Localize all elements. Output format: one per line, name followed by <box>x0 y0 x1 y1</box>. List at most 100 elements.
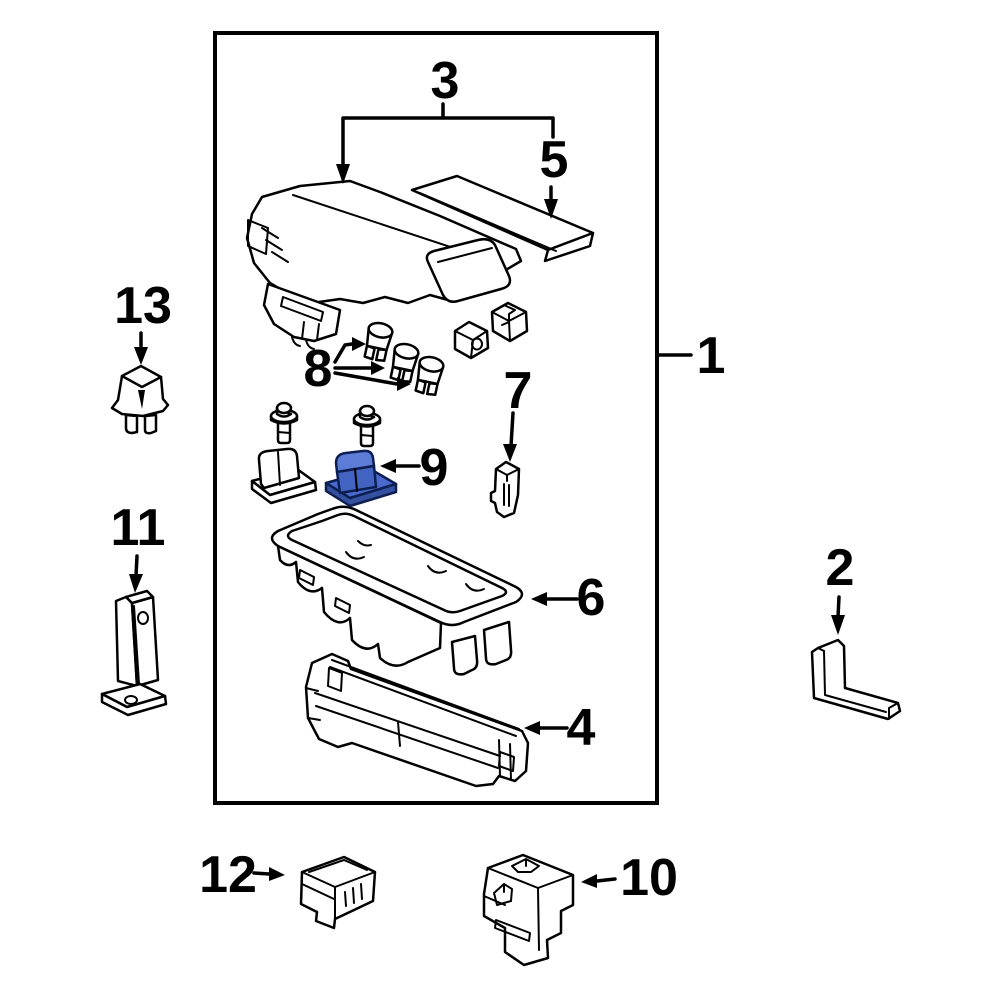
part-label-3: 3 <box>431 52 460 110</box>
fuse-top-edges <box>495 468 520 482</box>
arrowhead <box>134 347 148 365</box>
end-lines <box>305 687 321 721</box>
end-slot <box>327 667 343 692</box>
body-crease <box>277 451 281 486</box>
part-label-6: 6 <box>577 569 606 627</box>
arrowhead <box>581 874 597 888</box>
white-connector-drawing <box>250 447 318 505</box>
tab-line <box>483 895 506 906</box>
latch-hatching <box>261 227 289 263</box>
leader-line <box>341 102 555 168</box>
interior-arc <box>357 540 372 547</box>
relay-edges <box>301 871 376 920</box>
part-label-7: 7 <box>504 362 533 420</box>
relay-leg <box>124 413 139 435</box>
arrowhead <box>531 592 547 606</box>
bracket-outline <box>810 638 902 721</box>
part-3-cover-drawing <box>245 179 523 350</box>
leader-line <box>595 877 617 883</box>
part-label-13: 13 <box>114 277 172 335</box>
part-label-11: 11 <box>111 499 166 557</box>
arrowhead <box>524 721 540 735</box>
end-notch <box>498 751 515 772</box>
top-inset-line <box>308 859 368 873</box>
callout-part-9 <box>380 459 421 473</box>
foot-side <box>100 692 168 717</box>
cube-hole <box>471 337 483 351</box>
part-label-10: 10 <box>620 849 678 907</box>
base-side <box>324 481 398 508</box>
arrowhead <box>397 377 411 391</box>
panel-divider <box>397 721 401 747</box>
leader-line <box>333 371 399 386</box>
part-label-5: 5 <box>540 131 569 189</box>
relay-edges <box>487 867 574 951</box>
callout-part-12 <box>252 867 285 881</box>
mount-foot <box>450 634 479 676</box>
leader-line <box>836 595 841 619</box>
leader-line <box>252 871 271 876</box>
bottom-slot <box>494 919 531 942</box>
cube-notch <box>501 305 516 326</box>
skirt-tab-lines <box>301 321 320 341</box>
outer-rim <box>270 505 524 627</box>
top-edge-line <box>331 659 520 730</box>
leader-line <box>134 554 139 578</box>
top-edge-line <box>329 666 517 737</box>
body-crease <box>354 468 358 492</box>
inner-rim <box>286 512 508 614</box>
left-latch <box>247 219 269 255</box>
relay-slot <box>138 390 145 409</box>
interior-arc <box>345 551 365 560</box>
part-label-4: 4 <box>567 699 596 757</box>
part-7-fuse-drawing <box>489 460 521 519</box>
callout-part-5 <box>544 185 558 219</box>
front-crease <box>301 883 335 900</box>
callout-part-4 <box>524 721 569 735</box>
front-cutout <box>493 883 513 906</box>
callout-part-10 <box>581 874 617 888</box>
callout-part-3 <box>336 102 555 184</box>
top-cutout <box>511 858 540 873</box>
part-label-9: 9 <box>420 439 449 497</box>
skirt-feet <box>291 336 315 350</box>
bracket-cap <box>124 589 155 605</box>
panel-crease <box>314 692 501 757</box>
part-10-relay-drawing <box>482 853 575 967</box>
panel-crease <box>315 705 499 769</box>
foot-hole <box>124 695 138 705</box>
bracket-inner-edge <box>823 650 887 713</box>
arrowhead <box>503 444 517 462</box>
part-6-fuse-box-body-drawing <box>270 505 524 676</box>
interior-arc <box>465 583 485 592</box>
part-label-1: 1 <box>697 327 726 385</box>
relay-outline <box>299 855 377 930</box>
terminal-slots <box>344 883 363 907</box>
lower-wall-tabs <box>276 544 443 667</box>
skirt-vent-slot <box>280 296 324 322</box>
bracket-edge <box>817 647 825 652</box>
fuse-slots <box>503 483 510 507</box>
interior-arc <box>427 565 447 574</box>
arrowhead <box>371 361 385 375</box>
base-side <box>250 479 318 505</box>
callout-part-6 <box>531 592 579 606</box>
callout-part-2 <box>831 595 845 635</box>
part-label-12: 12 <box>199 846 257 904</box>
arrowhead <box>336 164 350 184</box>
arrowhead <box>269 867 285 881</box>
part-2-bracket-drawing <box>810 638 902 721</box>
strip-crease <box>419 192 557 252</box>
part-9-connector-highlighted-drawing <box>324 449 398 508</box>
bracket-lip <box>888 702 899 720</box>
strap-line <box>133 605 140 685</box>
front-pocket <box>425 237 512 303</box>
wall-slot <box>334 597 351 614</box>
strip-front-edge <box>543 231 595 263</box>
leader-line <box>333 342 354 364</box>
wall-slot <box>298 569 315 586</box>
part-13-relay-drawing <box>110 364 170 435</box>
arrowhead <box>831 615 845 635</box>
